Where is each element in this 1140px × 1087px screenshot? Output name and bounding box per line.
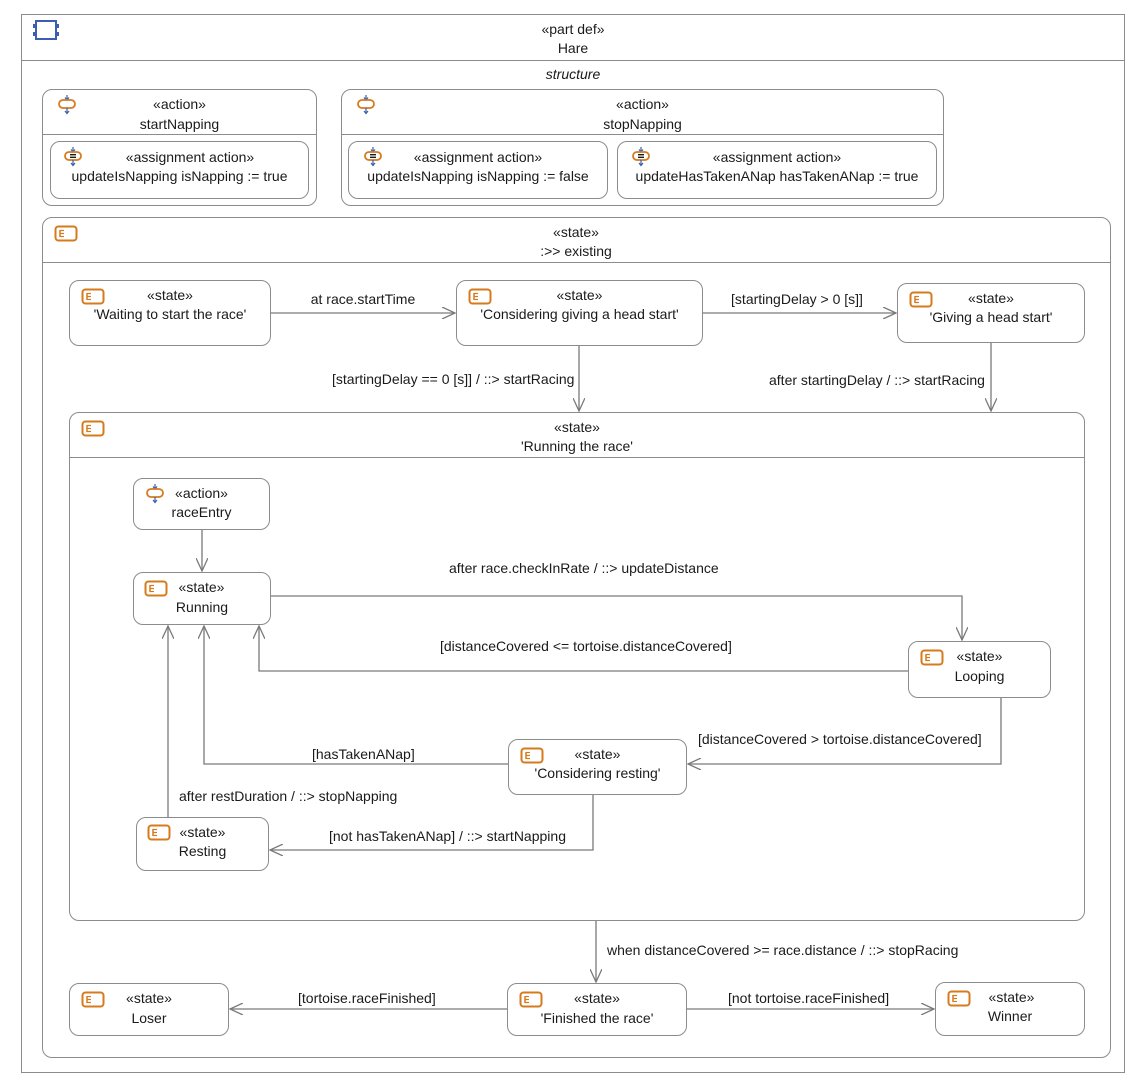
state-running-name: Running (175, 599, 229, 615)
state-existing-name: :>> existing (540, 243, 612, 259)
state-waiting-stereotype: «state» (147, 287, 193, 303)
state-considering-head-start[interactable] (456, 280, 703, 346)
state-loser-stereotype: «state» (126, 990, 172, 1006)
assignment-stereotype: «assignment action» (125, 149, 255, 165)
label-not-tortoise-finished: [not tortoise.raceFinished] (728, 990, 890, 1006)
action-stop-napping-name: stopNapping (603, 116, 682, 132)
assignment-update-is-napping-true[interactable] (50, 141, 309, 199)
label-tortoise-finished: [tortoise.raceFinished] (298, 990, 436, 1006)
label-after-delay: after startingDelay / ::> startRacing (769, 372, 985, 388)
action-race-entry-stereotype: «action» (175, 485, 228, 501)
state-running-the-race-divider (69, 457, 1085, 458)
action-stop-napping-stereotype: «action» (616, 96, 669, 112)
assignment-update-is-napping-false[interactable] (348, 141, 608, 199)
part-def-stereotype: «part def» (541, 21, 605, 37)
state-resting-stereotype: «state» (179, 824, 226, 840)
state-considering-resting-stereotype: «state» (574, 746, 621, 762)
state-considering-head-start-name: 'Considering giving a head start' (480, 306, 679, 322)
action-start-napping-stereotype: «action» (153, 96, 206, 112)
part-def-name: Hare (557, 40, 589, 56)
state-loser-name: Loser (131, 1010, 167, 1026)
label-gt: [distanceCovered > tortoise.distanceCove… (698, 731, 982, 747)
assignment-stereotype: «assignment action» (712, 149, 842, 165)
state-finished-name: 'Finished the race' (540, 1010, 654, 1026)
state-winner-name: Winner (987, 1008, 1033, 1024)
part-def-icon (33, 20, 59, 40)
assignment-text: updateHasTakenANap hasTakenANap := true (635, 168, 919, 184)
structure-compartment-label: structure (545, 66, 601, 82)
action-stop-napping-divider (341, 134, 944, 135)
state-finished-the-race[interactable] (507, 983, 687, 1036)
transition-le[interactable] (259, 626, 908, 672)
state-giving-head-start-stereotype: «state» (968, 290, 1014, 306)
label-start-time: at race.startTime (310, 291, 416, 307)
state-considering-head-start-stereotype: «state» (556, 287, 603, 303)
label-le: [distanceCovered <= tortoise.distanceCov… (440, 638, 732, 654)
part-def-divider (21, 60, 1125, 61)
transition-has-nap[interactable] (204, 626, 508, 765)
state-running-the-race-stereotype: «state» (554, 419, 600, 435)
label-checkin: after race.checkInRate / ::> updateDista… (449, 560, 719, 576)
action-race-entry[interactable] (133, 478, 270, 530)
state-resting-name: Resting (178, 843, 227, 859)
state-running[interactable] (133, 572, 271, 625)
action-start-napping-name: startNapping (139, 116, 220, 132)
assignment-text: updateIsNapping isNapping := true (71, 168, 288, 184)
label-delay-zero: [startingDelay == 0 [s]] / ::> startRaci… (332, 371, 575, 387)
label-finish: when distanceCovered >= race.distance / … (607, 942, 959, 958)
state-looping-name: Looping (954, 668, 1005, 684)
state-winner-stereotype: «state» (988, 989, 1035, 1005)
label-rest-done: after restDuration / ::> stopNapping (179, 788, 398, 804)
state-existing-stereotype: «state» (553, 224, 599, 240)
transition-gt[interactable] (688, 698, 1002, 764)
state-considering-resting-name: 'Considering resting' (534, 765, 661, 781)
transition-not-nap[interactable] (270, 795, 594, 850)
state-running-stereotype: «state» (178, 579, 225, 595)
label-not-nap: [not hasTakenANap] / ::> startNapping (329, 828, 566, 844)
assignment-update-has-taken-a-nap[interactable] (617, 141, 937, 199)
state-running-the-race-name: 'Running the race' (521, 438, 633, 454)
assignment-stereotype: «assignment action» (413, 149, 543, 165)
state-waiting-name: 'Waiting to start the race' (93, 306, 247, 322)
transition-checkin[interactable] (271, 595, 962, 640)
state-giving-head-start-name: 'Giving a head start' (929, 309, 1053, 325)
state-looping-stereotype: «state» (956, 648, 1003, 664)
state-finished-stereotype: «state» (574, 990, 620, 1006)
label-has-nap: [hasTakenANap] (312, 746, 415, 762)
assignment-text: updateIsNapping isNapping := false (367, 168, 589, 184)
action-start-napping-divider (42, 134, 317, 135)
state-existing-divider (42, 262, 1111, 263)
label-delay-positive: [startingDelay > 0 [s]] (731, 291, 863, 307)
action-race-entry-name: raceEntry (171, 504, 232, 520)
